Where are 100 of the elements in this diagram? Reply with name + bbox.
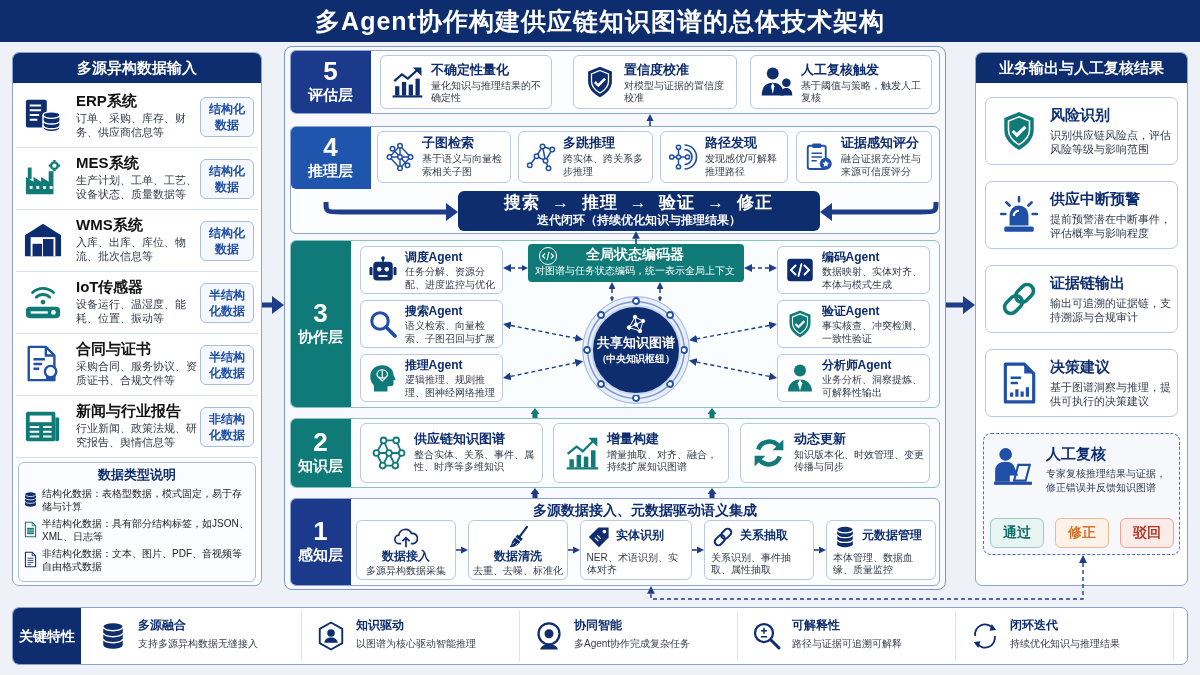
curved-arrow bbox=[323, 201, 458, 221]
encoder-title: 全局状态编码器 bbox=[584, 245, 685, 263]
block-arrow bbox=[707, 408, 717, 418]
curved-arrow bbox=[820, 201, 939, 221]
card-title: 风险识别 bbox=[1050, 107, 1110, 125]
output-card bbox=[985, 349, 1178, 417]
card-description: 融合证据充分性与来源可信度评分 bbox=[840, 153, 922, 178]
block-arrow bbox=[530, 408, 540, 418]
feature-description: 持续优化知识与推理结果 bbox=[1010, 638, 1120, 650]
layer-name: 协作层 bbox=[298, 327, 343, 347]
output-panel bbox=[975, 52, 1188, 586]
hub-subtitle: （中央知识枢纽） bbox=[595, 352, 676, 365]
layer-number: 1 bbox=[313, 518, 328, 546]
feature-description: 多Agent协作完成复杂任务 bbox=[574, 638, 691, 650]
layer-number: 2 bbox=[313, 429, 328, 457]
module-card bbox=[749, 54, 932, 109]
card-description: 基于图谱洞察与推理，提供可执行的决策建议 bbox=[1050, 380, 1172, 409]
card-description: 发现感优/可解释推理路径 bbox=[704, 153, 779, 178]
data-type-badge: 半结构化数据 bbox=[200, 283, 254, 323]
card-title: 实体识别 bbox=[615, 528, 664, 543]
info-box-title: 数据类型说明 bbox=[97, 467, 177, 484]
card-description: 提前预警潜在中断事件，评估概率与影响程度 bbox=[1050, 212, 1172, 241]
data-type-badge: 半结构化数据 bbox=[200, 345, 254, 385]
agent-card bbox=[776, 245, 930, 294]
feature-description: 以图谱为核心驱动智能推理 bbox=[356, 638, 476, 650]
card-title: 子图检索 bbox=[421, 135, 474, 152]
card-description: 事实核查、冲突检测、一致性验证 bbox=[821, 320, 923, 346]
card-title: 编码Agent bbox=[821, 249, 880, 265]
dashed-double-arrow bbox=[502, 358, 584, 381]
data-type-note: 半结构化数据：具有部分结构标签，如JSON、XML、日志等 bbox=[42, 518, 250, 543]
output-card bbox=[985, 181, 1178, 249]
card-description: 对模型与证据的置信度校准 bbox=[623, 79, 725, 105]
feature-description: 路径与证据可追溯可解释 bbox=[792, 638, 902, 650]
card-title: 数据清洗 bbox=[492, 549, 543, 564]
process-card bbox=[355, 519, 456, 580]
card-description: NER、术语识别、实体对齐 bbox=[586, 551, 679, 577]
arrow bbox=[813, 546, 826, 554]
review-title: 人工复核 bbox=[1046, 446, 1106, 464]
card-title: 置信度校准 bbox=[623, 61, 689, 78]
source-description: 行业新闻、政策法规、研究报告、舆情信息等 bbox=[76, 422, 198, 450]
feature-title: 协同智能 bbox=[574, 618, 622, 633]
layer-band bbox=[289, 417, 940, 488]
dashed-double-arrow bbox=[608, 282, 616, 302]
encoder-description: 对图谱与任务状态编码，统一表示全局上下文 bbox=[533, 264, 736, 277]
card-description: 业务分析、洞察提炼、可解释性输出 bbox=[821, 374, 923, 400]
layer-heading: 多源数据接入、元数据驱动语义集成 bbox=[531, 500, 758, 520]
card-description: 基于语义与向量检索相关子图 bbox=[421, 153, 503, 178]
agent-card bbox=[776, 353, 930, 402]
module-card bbox=[376, 130, 511, 183]
dashed-double-arrow bbox=[647, 555, 1087, 600]
module-card bbox=[795, 130, 932, 183]
source-description: 入库、出库、库位、物流、批次信息等 bbox=[76, 236, 187, 264]
data-type-badge: 结构化数据 bbox=[200, 221, 254, 261]
arrow bbox=[691, 546, 704, 554]
card-description: 数据映射、实体对齐、本体与模式生成 bbox=[821, 266, 923, 292]
card-title: 决策建议 bbox=[1050, 359, 1110, 377]
module-card bbox=[659, 130, 788, 183]
card-description: 逻辑推理、规则推理、图神经网络推理 bbox=[404, 374, 496, 400]
card-title: 不确定性量化 bbox=[430, 61, 509, 78]
layer-name: 知识层 bbox=[298, 456, 343, 476]
card-title: 搜索Agent bbox=[404, 303, 463, 319]
card-description: 增量抽取、对齐、融合，持续扩展知识图谱 bbox=[606, 448, 718, 474]
layer-band bbox=[289, 497, 940, 586]
source-title: MES系统 bbox=[76, 154, 139, 172]
layer-name: 推理层 bbox=[308, 161, 353, 181]
layer-name: 感知层 bbox=[298, 545, 343, 565]
card-title: 元数据管理 bbox=[861, 528, 922, 543]
info-box bbox=[18, 462, 256, 582]
feature-title: 闭环迭代 bbox=[1010, 618, 1058, 633]
module-card bbox=[572, 54, 737, 109]
card-title: 数据接入 bbox=[380, 549, 431, 564]
block-arrow bbox=[707, 488, 717, 498]
arrow bbox=[455, 546, 468, 554]
input-panel bbox=[12, 52, 262, 586]
card-title: 证据感知评分 bbox=[840, 135, 919, 152]
card-title: 多跳推理 bbox=[562, 135, 615, 152]
agent-card bbox=[359, 245, 503, 294]
card-title: 分析师Agent bbox=[821, 357, 892, 373]
source-title: ERP系统 bbox=[76, 92, 137, 110]
output-card bbox=[985, 265, 1178, 333]
arrow bbox=[567, 546, 580, 554]
review-button: 通过 bbox=[989, 517, 1044, 548]
dashed-double-arrow bbox=[656, 282, 664, 302]
dashed-double-arrow bbox=[689, 321, 777, 343]
card-title: 供应中断预警 bbox=[1050, 191, 1140, 209]
source-title: IoT传感器 bbox=[76, 278, 144, 296]
card-title: 调度Agent bbox=[404, 249, 463, 265]
card-title: 增量构建 bbox=[606, 430, 659, 447]
card-title: 人工复核触发 bbox=[800, 61, 879, 78]
review-panel bbox=[983, 433, 1180, 555]
source-description: 生产计划、工单、工艺、设备状态、质量数据等 bbox=[76, 174, 198, 202]
process-card bbox=[825, 519, 936, 580]
source-title: 新闻与行业报告 bbox=[76, 402, 181, 420]
dashed-double-arrow bbox=[503, 264, 528, 272]
card-title: 验证Agent bbox=[821, 303, 880, 319]
card-title: 路径发现 bbox=[704, 135, 757, 152]
process-card bbox=[579, 519, 692, 580]
data-type-badge: 结构化数据 bbox=[200, 159, 254, 199]
card-description: 关系识别、事件抽取、属性抽取 bbox=[710, 551, 792, 577]
card-title: 证据链输出 bbox=[1050, 275, 1125, 293]
